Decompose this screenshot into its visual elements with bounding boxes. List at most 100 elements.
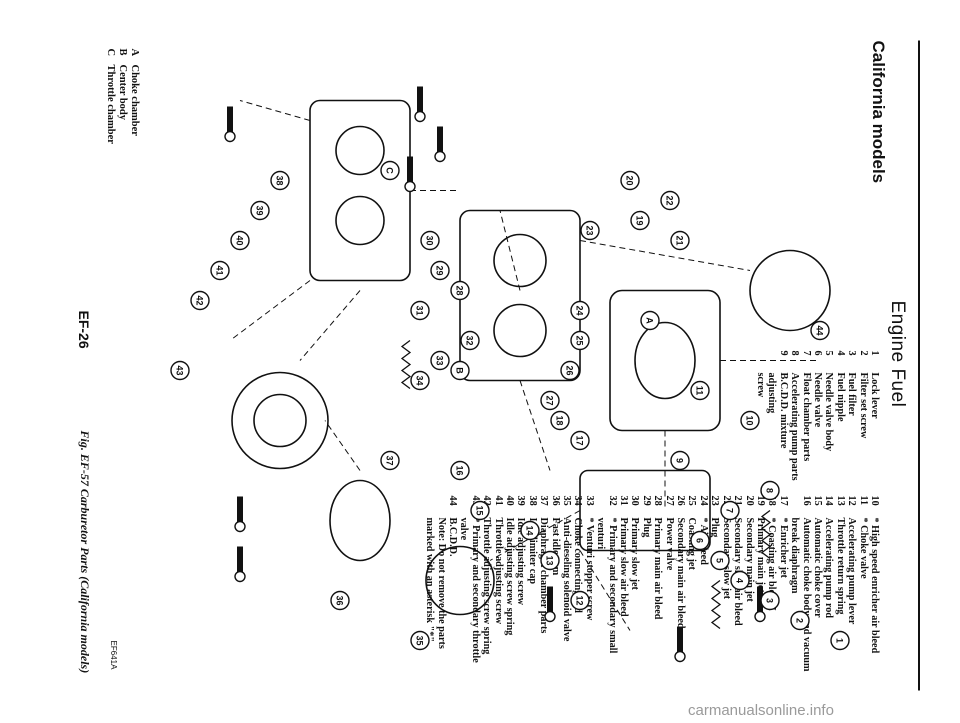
callout-label: 4: [735, 577, 745, 582]
primary-bore: [493, 233, 547, 287]
callout-label: 7: [725, 507, 735, 512]
callout-circle: [830, 630, 850, 650]
callout-circle: [670, 230, 690, 250]
callout-circle: [450, 360, 470, 380]
callout-label: 26: [565, 365, 575, 375]
callout-label: 20: [625, 175, 635, 185]
callout-label: 24: [575, 305, 585, 315]
callout-label: 29: [435, 265, 445, 275]
secondary-bore: [493, 303, 547, 357]
callout-label: 1: [835, 637, 845, 642]
primary-throttle-bore: [335, 125, 385, 175]
callout-label: 44: [815, 325, 825, 335]
callout-label: 14: [525, 525, 535, 535]
solenoid-valve: [329, 479, 391, 561]
callout-label: 13: [545, 555, 555, 565]
callout-label: 30: [425, 235, 435, 245]
callout-circle: [550, 410, 570, 430]
callout-circle: [620, 170, 640, 190]
callout-label: 16: [455, 465, 465, 475]
callout-label: 17: [575, 435, 585, 445]
callout-circle: [410, 370, 430, 390]
screw: [677, 626, 683, 654]
choke-bore: [634, 321, 696, 399]
screw-head: [404, 180, 416, 192]
screw: [437, 126, 443, 154]
carburetor-exploded-diagram: 1234567891011121314151617181920212223242…: [170, 86, 850, 662]
callout-circle: [190, 290, 210, 310]
callout-label: 39: [255, 205, 265, 215]
callout-circle: [570, 330, 590, 350]
callout-label: 38: [275, 175, 285, 185]
header-rule: [918, 40, 920, 690]
callout-circle: [410, 630, 430, 650]
callout-label: 11: [695, 385, 705, 395]
assembly-line: [519, 379, 551, 471]
callout-circle: [570, 300, 590, 320]
assembly-line: [579, 549, 631, 631]
float-chamber: [579, 469, 711, 551]
callout-label: 9: [675, 457, 685, 462]
callout-circle: [380, 450, 400, 470]
callout-circle: [210, 260, 230, 280]
callout-label: 34: [415, 375, 425, 385]
figure-caption: Fig. EF-57 Carburetor Parts (California …: [78, 430, 92, 673]
callout-circle: [640, 310, 660, 330]
callout-circle: [330, 590, 350, 610]
callout-circle: [660, 190, 680, 210]
callout-label: 19: [635, 215, 645, 225]
callout-label: 15: [475, 505, 485, 515]
screw-head: [434, 150, 446, 162]
callout-label: 37: [385, 455, 395, 465]
callout-circle: [170, 360, 190, 380]
screw-head: [414, 110, 426, 122]
callout-label: 35: [415, 635, 425, 645]
figure-code: EF641A: [109, 640, 118, 669]
screw-head: [544, 610, 556, 622]
assembly-line: [239, 99, 311, 121]
callout-label: 2: [795, 617, 805, 622]
spring: [710, 579, 722, 629]
screw-head: [754, 610, 766, 622]
callout-circle: [450, 460, 470, 480]
watermark: carmanualsonline.info: [688, 702, 834, 719]
callout-label: 43: [175, 365, 185, 375]
callout-circle: [670, 450, 690, 470]
callout-label: 6: [695, 537, 705, 542]
callout-circle: [380, 160, 400, 180]
callout-label: 36: [335, 595, 345, 605]
callout-circle: [740, 410, 760, 430]
callout-circle: [570, 430, 590, 450]
spring: [760, 509, 772, 559]
callout-label: 22: [665, 195, 675, 205]
callout-circle: [230, 230, 250, 250]
screw: [417, 86, 423, 114]
callout-label: 32: [465, 335, 475, 345]
callout-circle: [430, 260, 450, 280]
screw: [237, 496, 243, 524]
callout-circle: [720, 500, 740, 520]
callout-label: 42: [195, 295, 205, 305]
page-number: EF-26: [76, 310, 92, 349]
callout-circle: [520, 520, 540, 540]
screw: [547, 586, 553, 614]
callout-circle: [460, 330, 480, 350]
legend-key: B: [117, 48, 128, 56]
callout-label: 33: [435, 355, 445, 365]
callout-label: 27: [545, 395, 555, 405]
secondary-throttle-bore: [335, 195, 385, 245]
callout-circle: [580, 220, 600, 240]
callout-circle: [420, 230, 440, 250]
assembly-line: [299, 289, 361, 361]
screw: [757, 586, 763, 614]
callout-circle: [790, 610, 810, 630]
callout-circle: [690, 530, 710, 550]
screw: [227, 106, 233, 134]
assembly-line: [579, 239, 751, 271]
callout-circle: [470, 500, 490, 520]
